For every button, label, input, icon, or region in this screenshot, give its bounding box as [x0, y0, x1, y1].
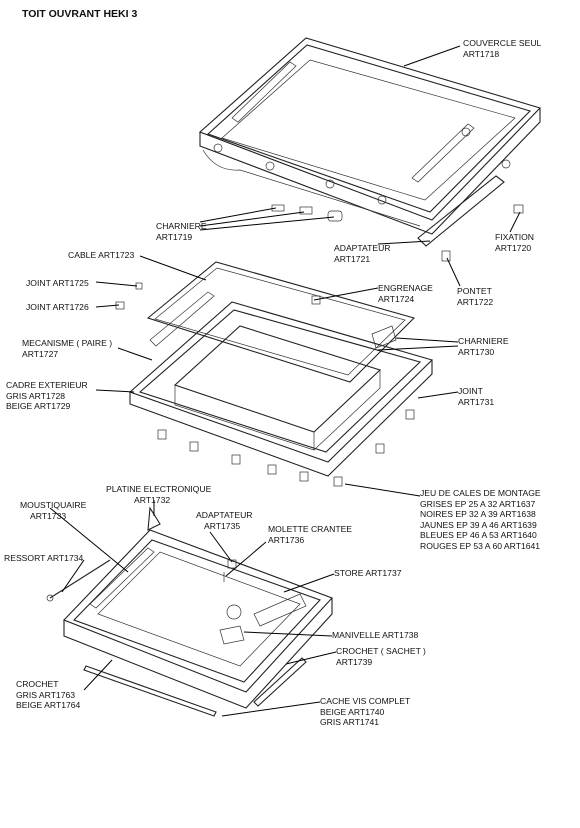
- label-ressort: RESSORT ART1734: [4, 553, 84, 563]
- label-joint-1726: JOINT ART1726: [26, 302, 89, 312]
- label-crochet-sachet: CROCHET ( SACHET )ART1739: [336, 646, 426, 667]
- label-store: STORE ART1737: [334, 568, 402, 578]
- label-cable: CABLE ART1723: [68, 250, 135, 260]
- label-joint-1725: JOINT ART1725: [26, 278, 89, 288]
- fixation-bar: [417, 175, 505, 247]
- label-mecanisme: MECANISME ( PAIRE )ART1727: [22, 338, 113, 359]
- lid-part: [198, 37, 542, 235]
- label-manivelle: MANIVELLE ART1738: [332, 630, 419, 640]
- diagram-title: TOIT OUVRANT HEKI 3: [22, 8, 138, 20]
